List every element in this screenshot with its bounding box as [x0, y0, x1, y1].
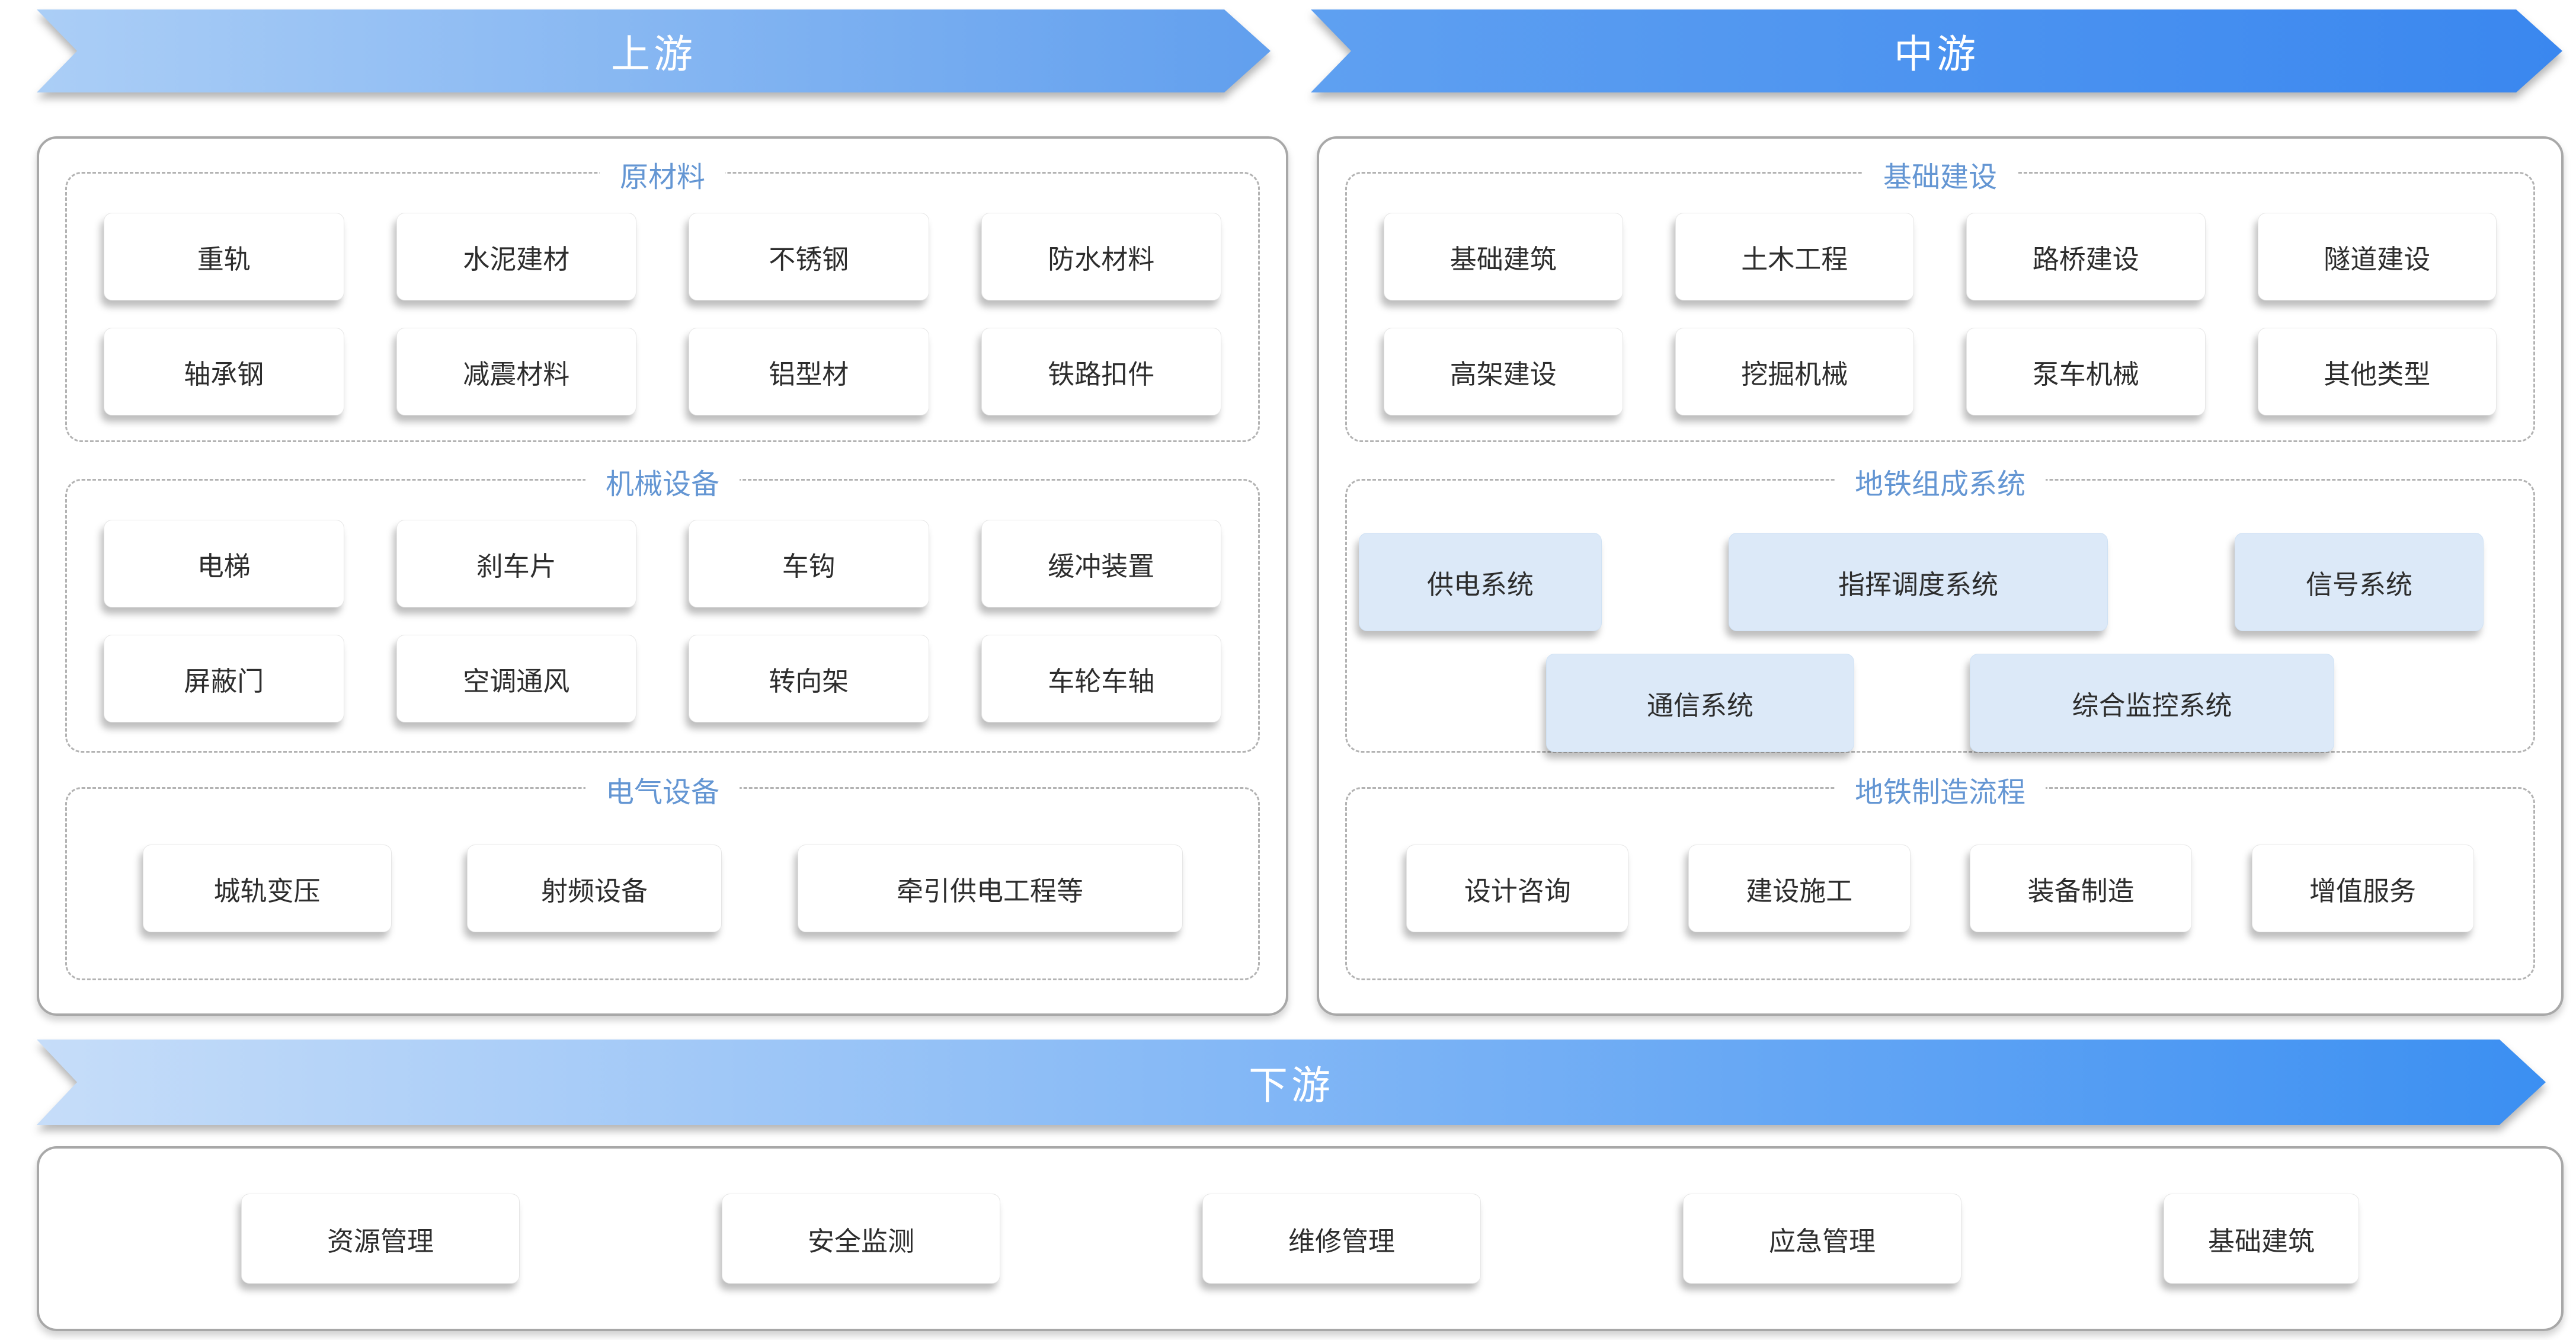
item-card: 路桥建设: [1966, 213, 2206, 300]
item-card: 指挥调度系统: [1729, 533, 2108, 631]
downstream-ribbon-arrow: 下游: [37, 1040, 2546, 1125]
item-card: 建设施工: [1688, 845, 1911, 932]
item-card: 刹车片: [396, 520, 636, 607]
card-row: 设计咨询 建设施工 装备制造 增值服务: [1347, 789, 2533, 932]
item-card: 轴承钢: [104, 328, 344, 415]
item-card: 应急管理: [1683, 1194, 1961, 1284]
item-card: 防水材料: [981, 213, 1221, 300]
card-row: 供电系统 指挥调度系统 信号系统: [1347, 481, 2533, 631]
item-card: 城轨变压: [142, 845, 392, 932]
item-card: 车钩: [689, 520, 929, 607]
item-card: 维修管理: [1202, 1194, 1481, 1284]
panel-downstream: 资源管理 安全监测 维修管理 应急管理 基础建筑: [37, 1146, 2564, 1331]
item-card: 设计咨询: [1406, 845, 1629, 932]
item-card: 通信系统: [1546, 654, 1854, 752]
banner-upstream-label: 上游: [611, 32, 696, 76]
panel-midstream: 基础建设 基础建筑 土木工程 路桥建设 隧道建设 高架建设 挖掘机械 泵车机械 …: [1317, 136, 2564, 1016]
item-card: 减震材料: [396, 328, 636, 415]
item-card: 高架建设: [1384, 328, 1623, 415]
item-card: 基础建筑: [1384, 213, 1623, 300]
card-grid: 基础建筑 土木工程 路桥建设 隧道建设 高架建设 挖掘机械 泵车机械 其他类型: [1347, 174, 2533, 415]
item-card: 综合监控系统: [1970, 654, 2334, 752]
item-card: 缓冲装置: [981, 520, 1221, 607]
item-card: 屏蔽门: [104, 635, 344, 722]
item-card: 资源管理: [241, 1194, 520, 1284]
item-card: 隧道建设: [2257, 213, 2497, 300]
item-card: 安全监测: [722, 1194, 1000, 1284]
section-raw-materials: 原材料 重轨 水泥建材 不锈钢 防水材料 轴承钢 减震材料 铝型材 铁路扣件: [65, 153, 1260, 442]
section-mechanical-equipment: 机械设备 电梯 刹车片 车钩 缓冲装置 屏蔽门 空调通风 转向架 车轮车轴: [65, 460, 1260, 753]
item-card: 增值服务: [2251, 845, 2474, 932]
section-metro-manufacturing: 地铁制造流程 设计咨询 建设施工 装备制造 增值服务: [1345, 769, 2535, 980]
item-card: 射频设备: [467, 845, 722, 932]
item-card: 铁路扣件: [981, 328, 1221, 415]
item-card: 转向架: [689, 635, 929, 722]
panel-upstream: 原材料 重轨 水泥建材 不锈钢 防水材料 轴承钢 减震材料 铝型材 铁路扣件 机…: [37, 136, 1288, 1016]
banner-midstream: 中游: [1311, 9, 2562, 92]
section-title: 基础建设: [1863, 153, 2018, 195]
banner-downstream: 下游: [37, 1040, 2546, 1125]
item-card: 不锈钢: [689, 213, 929, 300]
item-card: 泵车机械: [1966, 328, 2206, 415]
item-card: 其他类型: [2257, 328, 2497, 415]
item-card: 挖掘机械: [1675, 328, 1914, 415]
item-card: 空调通风: [396, 635, 636, 722]
card-grid: 电梯 刹车片 车钩 缓冲装置 屏蔽门 空调通风 转向架 车轮车轴: [67, 481, 1258, 722]
banner-downstream-label: 下游: [1249, 1063, 1334, 1107]
section-title: 原材料: [599, 153, 726, 195]
item-card: 基础建筑: [2164, 1194, 2359, 1284]
item-card: 信号系统: [2235, 533, 2484, 631]
item-card: 车轮车轴: [981, 635, 1221, 722]
item-card: 水泥建材: [396, 213, 636, 300]
section-electrical-equipment: 电气设备 城轨变压 射频设备 牵引供电工程等: [65, 769, 1260, 980]
section-infrastructure: 基础建设 基础建筑 土木工程 路桥建设 隧道建设 高架建设 挖掘机械 泵车机械 …: [1345, 153, 2535, 442]
banner-upstream: 上游: [37, 9, 1271, 92]
section-title: 地铁组成系统: [1834, 460, 2046, 502]
item-card: 重轨: [104, 213, 344, 300]
card-row: 城轨变压 射频设备 牵引供电工程等: [67, 789, 1258, 932]
item-card: 土木工程: [1675, 213, 1914, 300]
upstream-ribbon-arrow: 上游: [37, 9, 1271, 92]
section-metro-systems: 地铁组成系统 供电系统 指挥调度系统 信号系统 通信系统 综合监控系统: [1345, 460, 2535, 753]
item-card: 电梯: [104, 520, 344, 607]
midstream-ribbon-arrow: 中游: [1311, 9, 2562, 92]
section-title: 电气设备: [585, 769, 740, 810]
item-card: 牵引供电工程等: [797, 845, 1183, 932]
card-grid: 重轨 水泥建材 不锈钢 防水材料 轴承钢 减震材料 铝型材 铁路扣件: [67, 174, 1258, 415]
card-row: 通信系统 综合监控系统: [1347, 654, 2533, 752]
banner-midstream-label: 中游: [1894, 32, 1979, 76]
section-title: 机械设备: [585, 460, 740, 502]
item-card: 铝型材: [689, 328, 929, 415]
section-title: 地铁制造流程: [1834, 769, 2046, 810]
item-card: 供电系统: [1359, 533, 1602, 631]
item-card: 装备制造: [1970, 845, 2193, 932]
